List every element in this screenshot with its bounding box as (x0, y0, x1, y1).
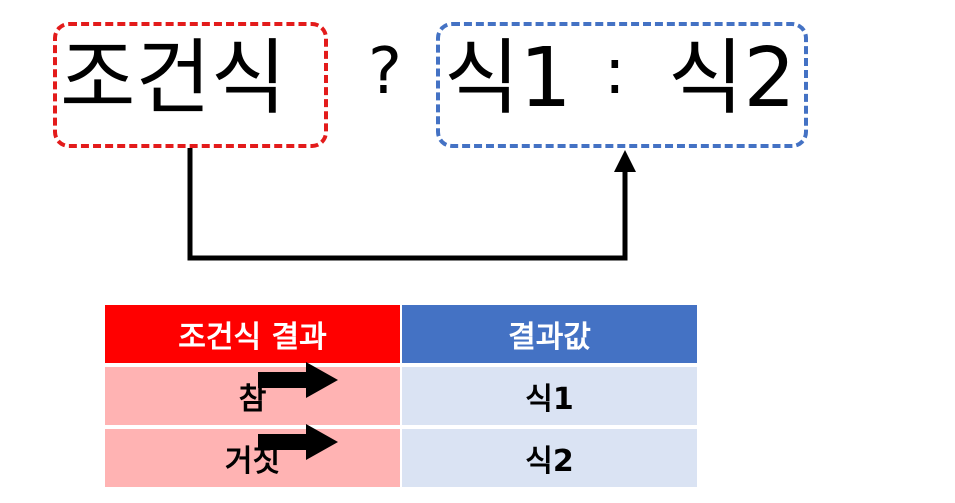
table-row: 거짓 식2 (105, 429, 697, 487)
condition-text: 조건식 (60, 31, 287, 126)
table-header-condition: 조건식 결과 (105, 305, 402, 363)
table-cell-result-false: 식2 (402, 429, 697, 487)
table-cell-condition-false: 거짓 (105, 429, 402, 487)
table-cell-result-true: 식1 (402, 367, 697, 425)
expr1-text: 식1 (444, 31, 572, 126)
flow-arrow-line (187, 148, 628, 261)
table-cell-condition-true: 참 (105, 367, 402, 425)
right-arrow-icon (258, 362, 338, 398)
colon-text: : (604, 35, 626, 109)
truth-table: 조건식 결과 결과값 참 식1 거짓 식2 (105, 305, 697, 491)
table-header-result: 결과값 (402, 305, 697, 363)
flow-arrow-head (614, 150, 636, 172)
table-header-row: 조건식 결과 결과값 (105, 305, 697, 363)
right-arrow-icon (258, 424, 338, 460)
condition-box (53, 22, 328, 148)
result-box (436, 22, 808, 148)
table-row: 참 식1 (105, 367, 697, 425)
expr2-text: 식2 (668, 31, 796, 126)
question-mark-text: ? (368, 35, 402, 109)
